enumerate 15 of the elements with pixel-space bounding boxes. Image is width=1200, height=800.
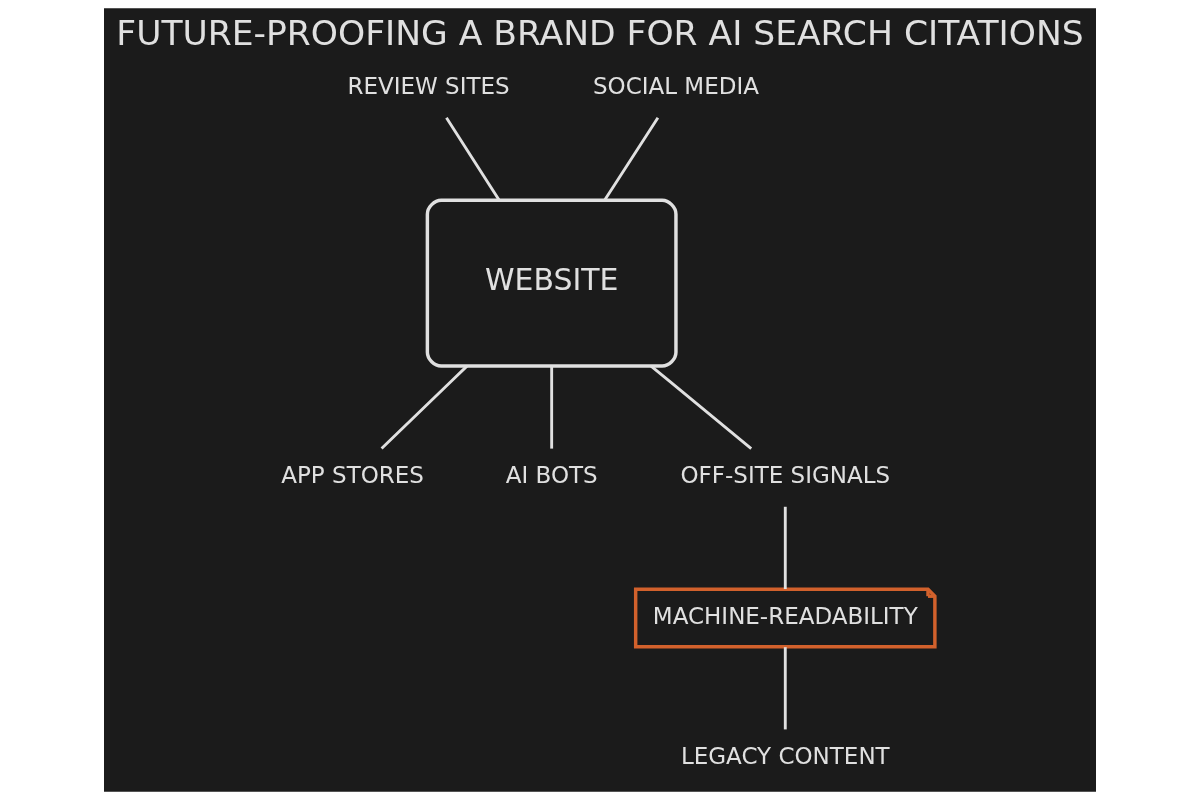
node-text: SOCIAL MEDIA — [592, 73, 759, 100]
connector — [550, 366, 554, 449]
node-box: WEBSITE — [425, 198, 678, 368]
connector — [650, 365, 753, 450]
node-text: LEGACY CONTENT — [680, 743, 890, 770]
connector — [783, 647, 787, 730]
diagram-title: FUTURE-PROOFING A BRAND FOR AI SEARCH CITATIONS — [116, 12, 1084, 53]
node-text: AI BOTS — [505, 462, 598, 489]
connector — [783, 506, 787, 589]
connector — [445, 117, 501, 201]
connector — [380, 365, 468, 450]
node-text: REVIEW SITES — [347, 73, 510, 100]
node-text: OFF-SITE SIGNALS — [680, 462, 891, 489]
connector — [603, 117, 660, 201]
node-text: APP STORES — [281, 462, 424, 489]
